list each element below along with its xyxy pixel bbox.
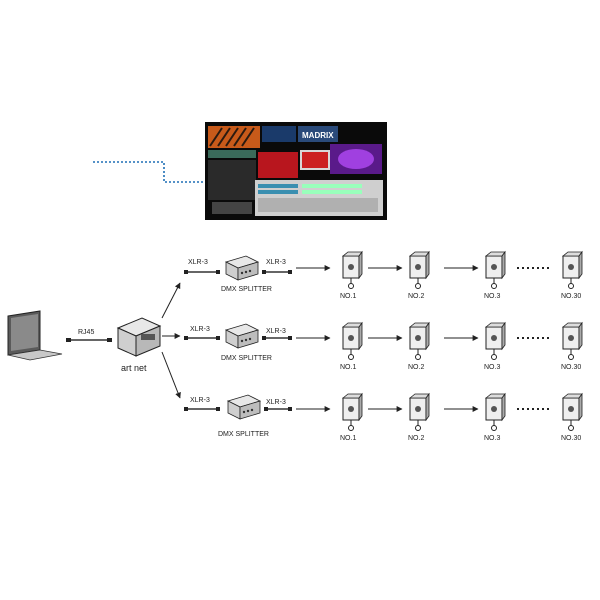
dmx-splitter-icon [224,323,260,349]
light-fixture-icon [484,321,506,360]
fixture-label: NO.2 [408,293,424,300]
madrix-logo-text: MADRIX [302,131,334,140]
software-link-dotted-line [93,161,205,183]
xlr-label: XLR-3 [188,259,208,266]
fixture-label: NO.2 [408,435,424,442]
fixture-label: NO.30 [561,293,581,300]
light-fixture-icon [408,321,430,360]
xlr-label: XLR-3 [266,399,286,406]
light-fixture-icon [408,250,430,289]
xlr-cable [264,407,292,411]
light-fixture-icon [341,250,363,289]
splitter-label: DMX SPLITTER [218,431,269,438]
rj45-cable [66,338,112,342]
xlr-cable [184,270,220,274]
xlr-label: XLR-3 [190,397,210,404]
branch-arrow-1 [161,282,181,319]
dmx-splitter-icon [226,394,262,420]
dmx-splitter-icon [224,255,260,281]
xlr-cable [262,270,292,274]
laptop-icon [7,310,63,361]
fixture-label: NO.3 [484,293,500,300]
software-screenshot: MADRIX [205,122,387,220]
row-2: XLR-3 DMX SPLITTER XLR-3 NO.1 [184,321,583,371]
fixture-label: NO.3 [484,364,500,371]
xlr-label: XLR-3 [190,326,210,333]
light-fixture-icon [561,250,583,289]
fixture-label: NO.3 [484,435,500,442]
light-fixture-icon [408,392,430,431]
light-fixture-icon [341,321,363,360]
xlr-label: XLR-3 [266,328,286,335]
artnet-node-icon [116,317,162,357]
artnet-label: art net [121,363,147,373]
xlr-cable [262,336,292,340]
xlr-cable [184,336,220,340]
light-fixture-icon [484,250,506,289]
splitter-label: DMX SPLITTER [221,286,272,293]
xlr-label: XLR-3 [266,259,286,266]
fixture-label: NO.2 [408,364,424,371]
branch-arrow-3 [161,351,181,399]
fixture-label: NO.1 [340,435,356,442]
xlr-cable [184,407,220,411]
fixture-label: NO.1 [340,364,356,371]
light-fixture-icon [484,392,506,431]
light-fixture-icon [561,321,583,360]
splitter-label: DMX SPLITTER [221,355,272,362]
fixture-label: NO.1 [340,293,356,300]
fixture-label: NO.30 [561,435,581,442]
rj45-label: RJ45 [78,329,94,336]
fixture-label: NO.30 [561,364,581,371]
row-3: XLR-3 DMX SPLITTER XLR-3 NO.1 [184,392,583,442]
light-fixture-icon [341,392,363,431]
light-fixture-icon [561,392,583,431]
row-1: XLR-3 DMX SPLITTER XLR-3 NO.1 [184,250,583,300]
